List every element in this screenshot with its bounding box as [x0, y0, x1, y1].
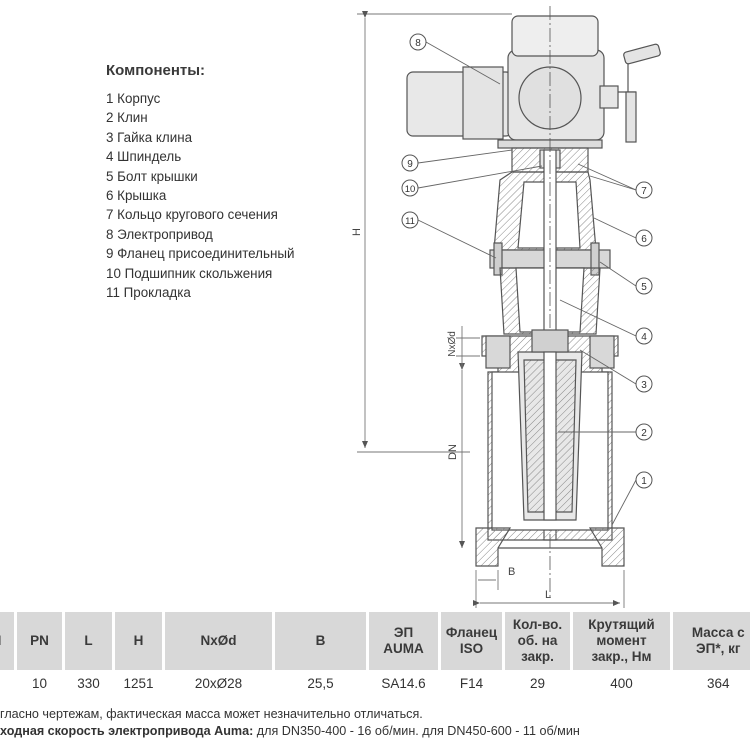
table-cell: 330	[62, 670, 114, 696]
svg-text:6: 6	[641, 234, 647, 245]
dim-dn-label: DN	[447, 444, 459, 460]
table-cell: SA14.6	[366, 670, 440, 696]
callout-leaders	[417, 41, 637, 526]
component-item: 4 Шпиндель	[106, 149, 182, 165]
spec-table: N PN L H NxØd B ЭП AUMA Фланец ISO Кол-в…	[0, 612, 750, 696]
svg-text:2: 2	[641, 428, 647, 439]
svg-text:1: 1	[641, 476, 647, 487]
component-item: 10 Подшипник скольжения	[106, 265, 273, 281]
component-item: 5 Болт крышки	[106, 168, 198, 184]
components-list: Компоненты: 1 Корпус 2 Клин 3 Гайка клин…	[106, 62, 294, 302]
valve-outline	[406, 6, 661, 600]
callout-8: 8	[409, 33, 427, 51]
table-cell: 0	[0, 670, 16, 696]
col-header: B	[272, 612, 368, 670]
table-cell: 364	[670, 670, 750, 696]
component-item: 7 Кольцо кругового сечения	[106, 207, 278, 223]
valve-drawing: H DN NxØd B L 8 9 10 11 7 6 5 4 3 2 1	[351, 6, 661, 608]
col-header: Масса с ЭП*, кг	[670, 612, 750, 670]
notes: гласно чертежам, фактическая масса может…	[0, 706, 750, 740]
col-header: PN	[14, 612, 64, 670]
table-cell: 25,5	[272, 670, 368, 696]
callout-3: 3	[635, 375, 653, 393]
component-item: 3 Гайка клина	[106, 129, 193, 145]
dim-h-label: H	[351, 228, 363, 236]
col-header: N	[0, 612, 16, 670]
dim-l-label: L	[545, 589, 551, 601]
svg-text:10: 10	[405, 184, 416, 195]
svg-text:11: 11	[405, 216, 415, 227]
dimension-lines	[357, 11, 625, 608]
svg-text:9: 9	[407, 159, 413, 170]
svg-text:5: 5	[641, 282, 647, 293]
callout-2: 2	[635, 423, 653, 441]
note-line-2-rest: для DN350-400 - 16 об/мин. для DN450-600…	[253, 724, 580, 738]
spec-table-header: N PN L H NxØd B ЭП AUMA Фланец ISO Кол-в…	[0, 612, 750, 670]
col-header: NxØd	[162, 612, 274, 670]
note-line-2-bold: ходная скорость электропривода Auma:	[0, 724, 254, 738]
callout-4: 4	[635, 327, 653, 345]
table-cell: 400	[570, 670, 672, 696]
table-cell: 29	[502, 670, 572, 696]
callout-11: 11	[401, 211, 419, 229]
dim-b-label: B	[508, 566, 515, 578]
component-item: 2 Клин	[106, 110, 148, 126]
table-cell: F14	[438, 670, 504, 696]
component-item: 8 Электропривод	[106, 226, 213, 242]
table-cell: 10	[14, 670, 64, 696]
dim-nxd-label: NxØd	[447, 331, 458, 357]
table-row: 0 10 330 1251 20xØ28 25,5 SA14.6 F14 29 …	[0, 670, 750, 696]
svg-text:4: 4	[641, 332, 647, 343]
col-header: Крутящий момент закр., Нм	[570, 612, 672, 670]
callout-7: 7	[635, 181, 653, 199]
col-header: L	[62, 612, 114, 670]
callout-1: 1	[635, 471, 653, 489]
table-cell: 20xØ28	[162, 670, 274, 696]
svg-text:7: 7	[641, 186, 647, 197]
table-cell: 1251	[112, 670, 164, 696]
callouts: 8 9 10 11 7 6 5 4 3 2 1	[401, 33, 653, 489]
svg-text:3: 3	[641, 380, 647, 391]
callout-6: 6	[635, 229, 653, 247]
component-item: 1 Корпус	[106, 91, 161, 106]
component-item: 11 Прокладка	[106, 285, 191, 301]
col-header: Кол-во. об. на закр.	[502, 612, 572, 670]
col-header: H	[112, 612, 164, 670]
col-header: ЭП AUMA	[366, 612, 440, 670]
component-item: 9 Фланец присоединительный	[106, 246, 295, 262]
note-line-1: гласно чертежам, фактическая масса может…	[0, 707, 423, 721]
callout-5: 5	[635, 277, 653, 295]
spec-table-wrap: N PN L H NxØd B ЭП AUMA Фланец ISO Кол-в…	[0, 612, 750, 696]
col-header: Фланец ISO	[438, 612, 504, 670]
callout-10: 10	[401, 179, 419, 197]
note-line-2: ходная скорость электропривода Auma: для…	[0, 723, 750, 740]
callout-9: 9	[401, 154, 419, 172]
svg-text:8: 8	[415, 38, 421, 49]
components-title: Компоненты:	[106, 62, 206, 79]
component-item: 6 Крышка	[106, 188, 167, 204]
